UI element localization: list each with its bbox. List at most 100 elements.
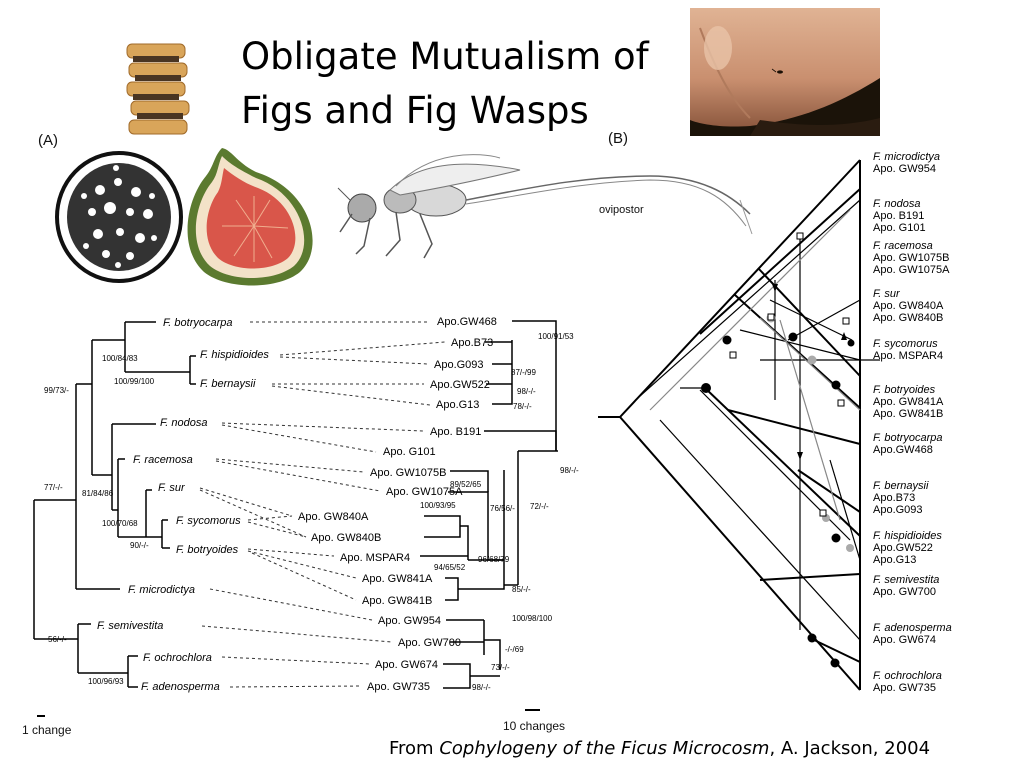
fig-species-label: F. botryoides — [176, 544, 239, 556]
fig-species-label: F. microdictya — [128, 584, 195, 596]
association-dashed-line — [251, 552, 357, 601]
wasp-species-label: Apo. G101 — [383, 446, 436, 458]
slide-title: Obligate Mutualism of Figs and Fig Wasps — [241, 30, 681, 138]
fig-section-drawing — [55, 151, 183, 283]
support-value: 87/-/99 — [511, 368, 536, 377]
reconciliation-wasp-label: Apo. GW674 — [873, 634, 936, 646]
wasp-species-label: Apo. GW840B — [311, 532, 381, 544]
association-dashed-line — [201, 625, 393, 643]
reconciliation-wasp-label: Apo. GW735 — [873, 682, 936, 694]
association-dashed-line — [199, 487, 293, 517]
fig-species-label: F. semivestita — [97, 620, 163, 632]
caption-book-title: Cophylogeny of the Ficus Microcosm — [439, 738, 770, 759]
reconciliation-wasp-label: Apo.G13 — [873, 554, 916, 566]
scale-10-changes: 10 changes — [503, 719, 565, 733]
wasp-species-label: Apo. GW1075A — [386, 486, 463, 498]
support-value: 99/73/- — [44, 386, 69, 395]
reconciliation-wasp-label: Apo.G093 — [873, 504, 923, 516]
support-value: 90/-/- — [130, 541, 149, 550]
support-value: 72/-/- — [530, 502, 549, 511]
reconciliation-wasp-label: Apo. GW1075B — [873, 252, 949, 264]
support-value: 100/70/68 — [102, 519, 138, 528]
reconciliation-wasp-label: Apo. B191 — [873, 210, 924, 222]
association-dashed-line — [221, 422, 425, 432]
fig-bars-illustration — [126, 43, 190, 135]
reconciliation-tree — [598, 159, 880, 691]
fig-phylogeny-tree — [33, 321, 196, 688]
reconciliation-wasp-label: Apo. GW841B — [873, 408, 943, 420]
association-dashed-line — [279, 341, 446, 356]
fig-species-label: F. nodosa — [160, 417, 208, 429]
panel-b-label: (B) — [608, 130, 628, 147]
slide-title-line-1: Obligate Mutualism of — [241, 35, 649, 78]
panel-a-label: (A) — [38, 132, 58, 149]
reconciliation-fig-label: F. semivestita — [873, 574, 939, 586]
reconciliation-wasp-label: Apo.GW522 — [873, 542, 933, 554]
fig-species-label: F. sur — [158, 482, 186, 494]
reconciliation-fig-label: F. sycomorus — [873, 338, 938, 350]
fig-species-label: F. bernaysii — [200, 378, 256, 390]
reconciliation-wasp-label: Apo. GW700 — [873, 586, 936, 598]
support-value: 100/93/95 — [420, 501, 456, 510]
reconciliation-wasp-label: Apo.B73 — [873, 492, 915, 504]
source-caption: From Cophylogeny of the Ficus Microcosm,… — [389, 738, 930, 759]
reconciliation-wasp-label: Apo. GW954 — [873, 163, 936, 175]
reconciliation-fig-label: F. sur — [873, 288, 901, 300]
fig-species-label: F. sycomorus — [176, 515, 241, 527]
wasp-species-label: Apo. GW840A — [298, 511, 369, 523]
reconciliation-wasp-label: Apo. GW840A — [873, 300, 944, 312]
association-dashed-line — [247, 548, 335, 557]
fig-wasp-drawing — [337, 154, 753, 259]
association-dashed-line — [247, 515, 293, 521]
wasp-species-label: Apo.GW522 — [430, 379, 490, 391]
caption-prefix: From — [389, 738, 440, 759]
wasp-species-label: Apo. GW841B — [362, 595, 432, 607]
reconciliation-wasp-label: Apo. GW841A — [873, 396, 944, 408]
scale-bars — [37, 709, 540, 717]
wasp-species-label: Apo.G13 — [436, 399, 479, 411]
support-value: 98/-/- — [560, 466, 579, 475]
fig-species-label: F. ochrochlora — [143, 652, 212, 664]
reconciliation-fig-label: F. bernaysii — [873, 480, 929, 492]
association-dashed-line — [209, 588, 373, 621]
support-value: 81/84/86 — [82, 489, 114, 498]
support-value: 77/-/- — [44, 483, 63, 492]
reconciliation-fig-label: F. botryoides — [873, 384, 936, 396]
support-value: 98/-/- — [472, 683, 491, 692]
association-dashed-line — [215, 460, 381, 492]
support-value: 100/96/93 — [88, 677, 124, 686]
association-dashed-line — [247, 550, 357, 579]
association-dashed-line — [247, 521, 307, 538]
ovipositor-label: ovipostor — [599, 204, 644, 216]
reconciliation-fig-label: F. racemosa — [873, 240, 933, 252]
caption-suffix: , A. Jackson, 2004 — [769, 738, 931, 759]
association-lines — [199, 321, 446, 688]
reconciliation-fig-label: F. botryocarpa — [873, 432, 943, 444]
reconciliation-fig-label: F. nodosa — [873, 198, 921, 210]
reconciliation-fig-label: F. adenosperma — [873, 622, 952, 634]
reconciliation-wasp-label: Apo. MSPAR4 — [873, 350, 943, 362]
reconciliation-fig-label: F. hispidioides — [873, 530, 942, 542]
wasp-species-label: Apo. B191 — [430, 426, 481, 438]
support-value: 85/-/- — [512, 585, 531, 594]
support-value: -/-/69 — [505, 645, 524, 654]
fig-species-label: F. racemosa — [133, 454, 193, 466]
association-dashed-line — [221, 424, 377, 453]
reconciliation-wasp-label: Apo. GW840B — [873, 312, 943, 324]
wasp-species-label: Apo. GW674 — [375, 659, 438, 671]
support-values: 100/84/83100/99/10099/73/-81/84/86100/70… — [44, 332, 579, 692]
association-dashed-line — [199, 489, 307, 538]
support-value: 56/-/- — [48, 635, 67, 644]
fresh-fig-photo — [187, 148, 313, 286]
wasp-species-label: Apo. GW1075B — [370, 467, 446, 479]
support-value: 98/-/- — [517, 387, 536, 396]
support-value: 89/52/65 — [450, 480, 482, 489]
slide-title-line-2: Figs and Fig Wasps — [241, 89, 589, 132]
wasp-on-finger-photo — [690, 8, 880, 136]
wasp-species-label: Apo. GW735 — [367, 681, 430, 693]
support-value: 76/56/- — [490, 504, 515, 513]
fig-species-label: F. botryocarpa — [163, 317, 233, 329]
